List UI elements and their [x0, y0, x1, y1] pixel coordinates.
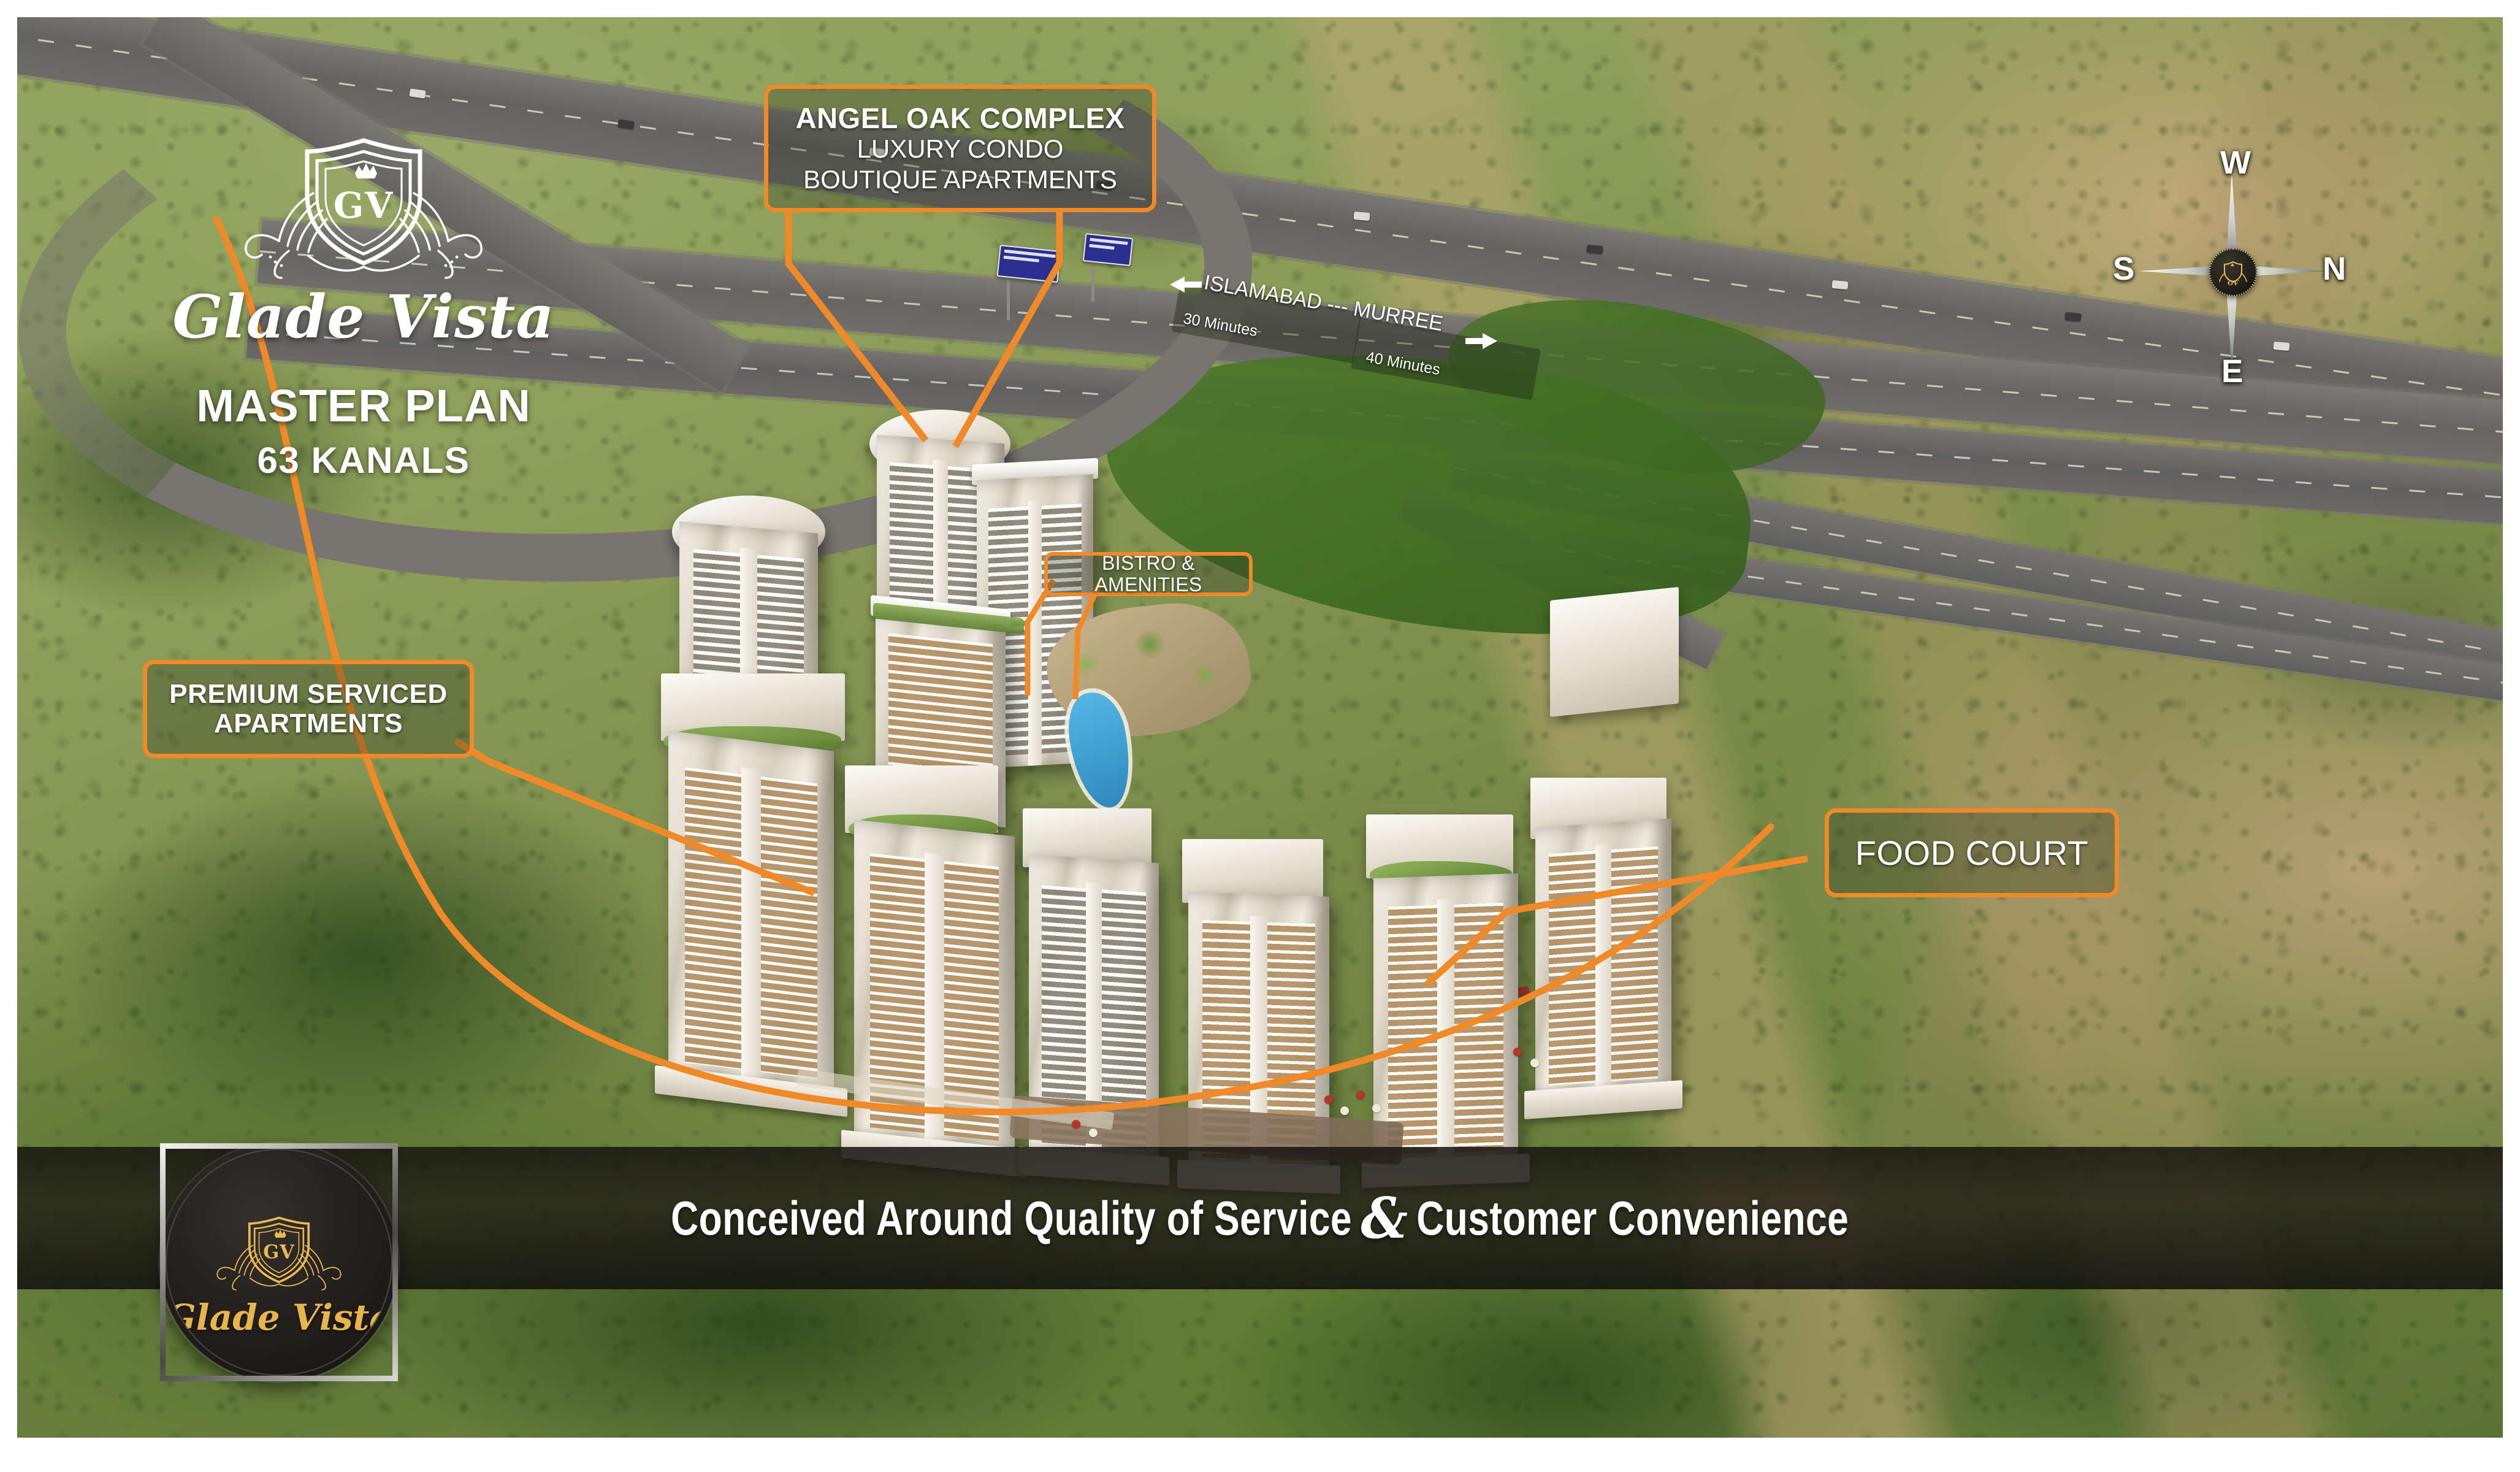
page-subtitle: 63 KANALS: [257, 440, 470, 481]
aerial-site-render: GV: [17, 17, 2503, 1438]
badge-monogram: GV: [263, 1241, 295, 1263]
callout-angel-oak-line2: LUXURY CONDO: [857, 134, 1064, 164]
callout-premium-line1: PREMIUM SERVICED: [169, 678, 448, 709]
callout-bistro-label: BISTRO & AMENITIES: [1094, 551, 1202, 596]
glade-vista-crest-icon: GV: [245, 138, 483, 279]
tagline-text: Conceived Around Quality of Service & Cu…: [671, 1185, 1849, 1251]
callout-angel-oak-line1: ANGEL OAK COMPLEX: [795, 101, 1125, 134]
arrow-right-icon: [1465, 333, 1497, 349]
tagline-banner: Conceived Around Quality of Service & Cu…: [17, 1147, 2503, 1289]
compass-label-north: N: [2323, 251, 2346, 287]
brand-wordmark: Glade Vista: [172, 282, 555, 351]
callout-angel-oak-complex[interactable]: ANGEL OAK COMPLEX LUXURY CONDO BOUTIQUE …: [764, 85, 1156, 212]
badge-wordmark: Glade Vista: [166, 1297, 392, 1338]
callout-angel-oak-line3: BOUTIQUE APARTMENTS: [803, 164, 1117, 194]
arrow-left-icon: [1170, 277, 1202, 293]
tagline-ampersand: &: [1361, 1185, 1408, 1251]
callout-premium-serviced-apartments[interactable]: PREMIUM SERVICED APARTMENTS: [143, 660, 474, 758]
page-title: MASTER PLAN: [196, 380, 531, 431]
compass-label-east: E: [2221, 353, 2243, 389]
tagline-part-one: Conceived Around Quality of Service: [671, 1190, 1353, 1245]
compass-label-south: S: [2113, 251, 2135, 287]
umbrella-icon: [1072, 1120, 1080, 1129]
tagline-part-two: Customer Convenience: [1416, 1190, 1849, 1245]
compass-label-west: W: [2220, 145, 2251, 181]
compass-rose: GV W S N E: [2113, 145, 2346, 389]
umbrella-icon: [1089, 1129, 1098, 1137]
glade-vista-badge: GV Glade Vista: [160, 1143, 398, 1381]
brand-block: GV: [149, 125, 578, 481]
distance-signage: ISLAMABAD --- MURREE 30 Minutes 40 Minut…: [1170, 259, 1541, 401]
callout-bistro-amenities[interactable]: BISTRO & AMENITIES: [1044, 552, 1253, 596]
callout-premium-line2: APARTMENTS: [213, 708, 403, 738]
callout-food-court[interactable]: FOOD COURT: [1825, 808, 2119, 897]
svg-text:GV: GV: [334, 185, 394, 226]
callout-food-court-label: FOOD COURT: [1855, 833, 2089, 872]
svg-text:GV: GV: [2228, 279, 2239, 287]
compass-center-logo-icon: GV: [2209, 248, 2257, 296]
glade-vista-logo-icon: GV: [2219, 261, 2247, 287]
glade-vista-crest-gold-icon: GV: [216, 1216, 342, 1290]
